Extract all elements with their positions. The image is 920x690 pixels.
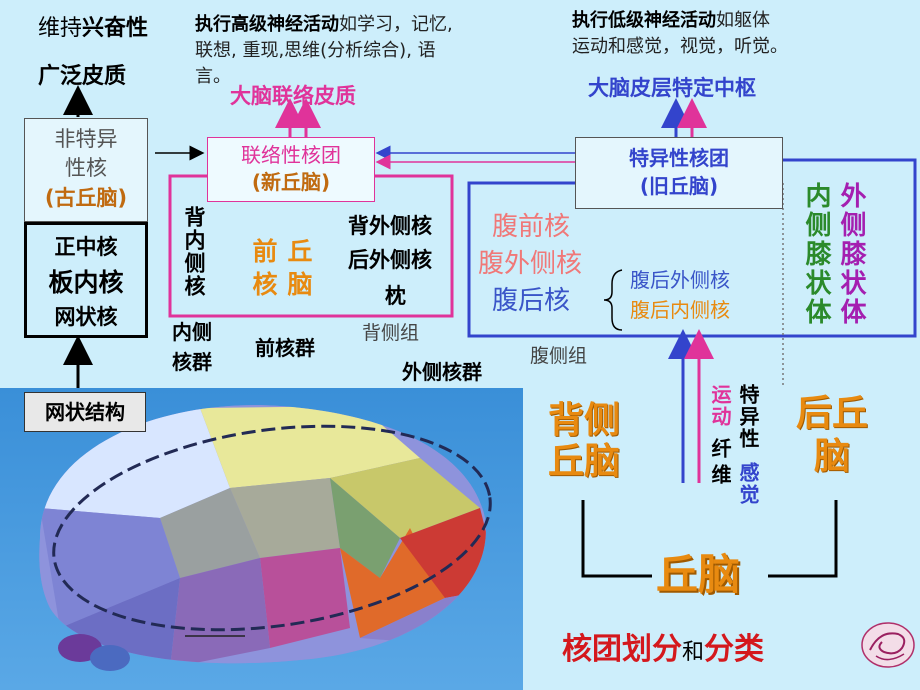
lateral-geniculate-body: 外侧膝状体	[836, 182, 866, 327]
high-level-line2: 联想, 重现,思维(分析综合), 语	[195, 40, 436, 62]
thalamus-title: 丘脑	[656, 550, 741, 599]
ventral-posteromedial-nucleus: 腹后内侧核	[630, 298, 730, 322]
maintain-excitability: 维持兴奋性	[38, 16, 148, 42]
dorsal-thalamus-label-1: 背侧丘脑	[548, 400, 628, 483]
specific-label: 特异性	[736, 384, 760, 450]
association-line1: 联络性核团	[241, 143, 341, 167]
nonspecific-nuclei-box: 非特异 性核 (古丘脑)	[24, 118, 148, 222]
ventral-posterior-nucleus: 腹后核	[492, 286, 571, 316]
excitability-label: 兴奋性	[82, 16, 149, 41]
high-level-title: 执行高级神经活动	[195, 14, 339, 35]
widespread-cortex-label: 广泛皮质	[38, 64, 127, 89]
high-level-examples: 如学习，记忆,	[339, 14, 453, 35]
association-cortex-label: 大脑联络皮质	[230, 84, 356, 108]
nonspecific-line1: 非特异	[54, 127, 118, 151]
nuclei-division: 核团划分	[562, 632, 682, 667]
paleothalamus-label: (古丘脑)	[44, 185, 128, 210]
posterior-thalamus-text: 后丘脑	[795, 393, 868, 478]
ventral-lateral-nucleus: 腹外侧核	[478, 249, 583, 279]
specific-line1: 特异性核团	[629, 146, 729, 170]
lateral-posterior-nucleus: 后外侧核	[348, 248, 432, 272]
anterior-nucleus: 前核	[249, 238, 278, 304]
classification-word: 分类	[704, 632, 765, 667]
low-level-line1: 执行低级神经活动如躯体	[572, 8, 788, 34]
posterior-thalamus-label: 后丘脑	[792, 392, 872, 478]
high-level-activity-text: 执行高级神经活动如学习，记忆, 联想, 重现,思维(分析综合), 语 言。	[195, 12, 453, 90]
high-level-line1: 执行高级神经活动如学习，记忆,	[195, 12, 453, 38]
lateral-dorsal-nucleus: 背外侧核	[348, 214, 432, 238]
thalamus-model-drawing	[39, 405, 492, 671]
ventral-group-label: 腹侧组	[530, 345, 588, 367]
specific-center-label: 大脑皮层特定中枢	[588, 76, 756, 100]
low-level-title: 执行低级神经活动	[572, 10, 716, 31]
lateral-group-label: 外侧核群	[402, 360, 482, 384]
logo-icon	[861, 622, 915, 668]
sensory-label: 感觉	[736, 462, 760, 506]
thalamus-illustration	[0, 388, 523, 690]
neothalamus-label: (新丘脑)	[251, 170, 331, 194]
association-nuclei-box: 联络性核团 (新丘脑)	[207, 137, 375, 202]
medial-geniculate-body: 内侧膝状体	[801, 182, 831, 327]
anterior-group-label: 前核群	[255, 336, 315, 360]
medial-group-label-2: 核群	[172, 350, 212, 374]
midline-nuclei-box: 正中核 板内核 网状核	[24, 222, 148, 338]
pulvinar-nucleus: 枕	[385, 284, 406, 308]
low-level-line2: 运动和感觉，视觉，听觉。	[572, 36, 788, 58]
ventral-anterior-nucleus: 腹前核	[492, 212, 571, 242]
ventral-posterolateral-nucleus: 腹后外侧核	[630, 268, 730, 292]
median-nucleus: 正中核	[54, 235, 118, 259]
thalamus-label-inner: 丘脑	[284, 238, 313, 304]
archithalamus-label: (旧丘脑)	[639, 174, 719, 198]
specific-nuclei-box: 特异性核团 (旧丘脑)	[575, 137, 783, 209]
classification-title: 核团划分和分类	[562, 632, 764, 668]
nonspecific-line2: 性核	[65, 156, 107, 181]
dorsal-group-label: 背侧组	[362, 322, 420, 344]
mediodorsal-nucleus: 背内侧核	[182, 206, 206, 298]
fiber-label-1: 纤	[708, 438, 732, 460]
dorsal-thalamus-text: 背侧丘脑	[548, 400, 621, 483]
maintain-prefix: 维持	[38, 16, 83, 41]
reticular-formation-label: 网状结构	[24, 392, 146, 432]
high-level-line3: 言。	[195, 66, 231, 88]
fiber-label-2: 维	[708, 464, 732, 486]
and-connector: 和	[682, 640, 705, 665]
low-level-examples: 如躯体	[716, 10, 770, 31]
motor-label: 运动	[708, 384, 732, 428]
intralaminar-nucleus: 板内核	[48, 268, 124, 297]
medial-group-label-1: 内侧	[172, 320, 212, 344]
reticular-nucleus: 网状核	[54, 305, 118, 329]
low-level-activity-text: 执行低级神经活动如躯体 运动和感觉，视觉，听觉。	[572, 8, 788, 60]
